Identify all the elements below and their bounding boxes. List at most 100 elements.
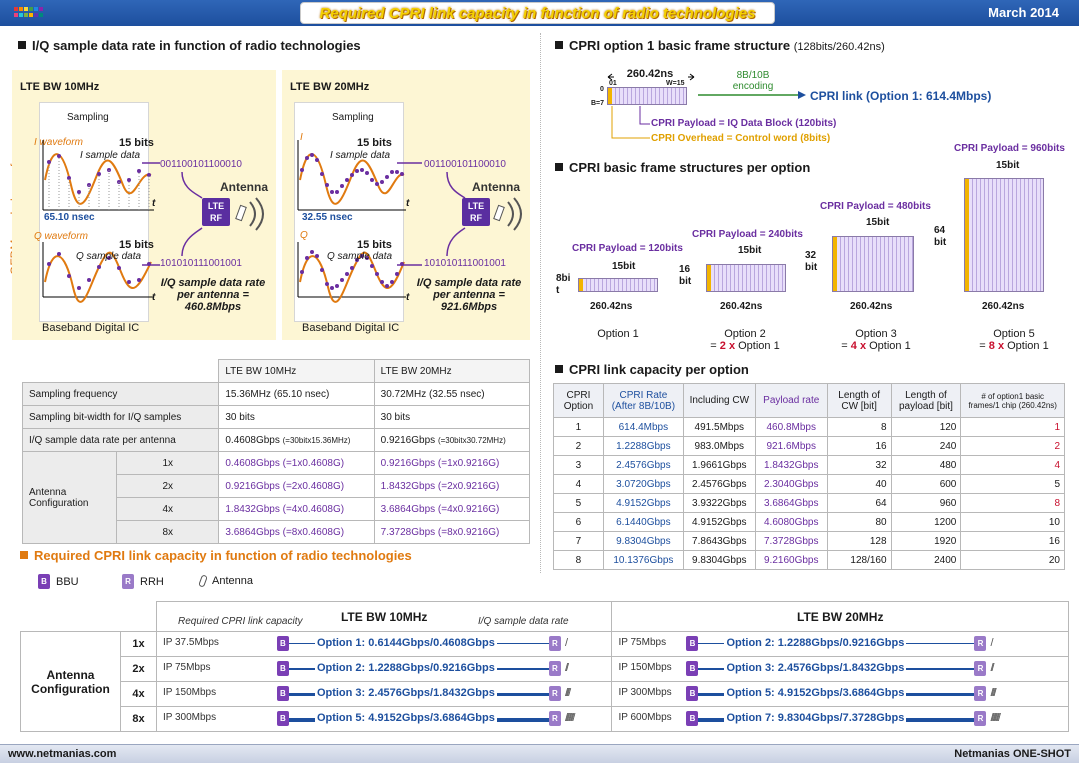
frame-payload-label: CPRI Payload = 120bits: [572, 243, 683, 254]
option-multiplier: = 8 x Option 1: [979, 340, 1049, 352]
table-row: Antenna Configuration 1x 0.4608Gbps (=1x…: [21, 451, 531, 544]
cell: 1.8432Gbps: [754, 455, 828, 475]
t-axis-label: t: [152, 198, 156, 209]
cell: 3.9322Gbps: [682, 493, 756, 513]
antenna-label: Antenna: [220, 180, 268, 194]
rate-value: 921.6Mbps: [440, 301, 498, 313]
lte-rf-chip: LTE RF: [202, 198, 230, 226]
cell-note: (=30bitx30.72MHz): [437, 435, 506, 445]
ip-rate-label: IP 300Mbps: [162, 712, 217, 723]
row-label: Sampling frequency: [21, 382, 220, 406]
antenna-array-icon: //: [990, 662, 994, 674]
cell: 9.8304Gbps: [682, 550, 756, 570]
q-waveform-plot: [42, 242, 154, 303]
cell: 20: [960, 550, 1065, 570]
cell: 1.8432Gbps (=2x0.9216G): [373, 474, 531, 498]
i-waveform-plot: [297, 140, 406, 211]
cell: 128/160: [826, 550, 892, 570]
plot-area: [39, 102, 149, 322]
frame-duration: 260.42ns: [982, 301, 1025, 312]
cell: 0.9216Gbps (=30bitx30.72MHz): [373, 428, 531, 452]
label-line: Antenna: [46, 667, 95, 682]
bw-label: LTE BW 10MHz: [340, 609, 428, 624]
cell: 600: [890, 474, 962, 494]
i-waveform-label: I: [300, 132, 303, 143]
cell: 128: [826, 531, 892, 551]
ip-rate-label: IP 600Mbps: [618, 712, 672, 723]
cell: 7.3728Gbps (=8x0.9216G): [373, 520, 531, 544]
header-bar: Required CPRI link capacity in function …: [0, 0, 1079, 26]
multiplier: 1x: [116, 451, 220, 475]
cell: 1920: [890, 531, 962, 551]
option-rate-label: Option 3: 2.4576Gbps/1.8432Gbps: [724, 662, 907, 674]
frame-option-3: [832, 236, 914, 292]
cell: 4.9152Gbps: [682, 512, 756, 532]
cell: 30.72MHz (32.55 nsec): [373, 382, 531, 406]
heading-text: CPRI link capacity per option: [569, 362, 749, 377]
cell: 7.3728Gbps: [754, 531, 828, 551]
panel-title: LTE BW 20MHz: [290, 81, 370, 93]
col-header: # of option1 basic frames/1 chip (260.42…: [960, 383, 1065, 418]
footer-site-link[interactable]: www.netmanias.com: [8, 748, 117, 760]
table-row: 2x 0.9216Gbps (=2x0.4608G) 1.8432Gbps (=…: [23, 474, 531, 498]
frame-width-label: 15bit: [738, 245, 762, 256]
label-line: Configuration: [29, 497, 89, 509]
rrh-icon: R: [122, 574, 134, 589]
rate-line-1: I/Q sample data rate: [160, 277, 266, 289]
col-header: LTE BW 10MHz: [218, 359, 375, 383]
cell: 491.5Mbps: [682, 417, 756, 437]
frame-width-label: 15bit: [612, 261, 636, 272]
col-header: CPRI Rate (After 8B/10B): [602, 383, 684, 418]
i-bitstring: 001100101100010: [160, 159, 242, 170]
t-axis-label: t: [406, 292, 410, 303]
mul-value: 8 x: [988, 340, 1005, 352]
row-label: Sampling bit-width for I/Q samples: [21, 405, 220, 429]
legend-label: Antenna: [212, 575, 253, 587]
legend-rrh: R RRH: [122, 574, 164, 589]
mul-rest: Option 1: [1004, 340, 1049, 352]
option-name: Option 1: [597, 328, 639, 340]
legend-label: RRH: [140, 575, 164, 588]
frame-option-1: [578, 278, 658, 292]
overhead-note: CPRI Overhead = Control word (8bits): [651, 133, 831, 144]
frame-duration: 260.42ns: [626, 68, 674, 80]
multiplier: 1x: [119, 631, 157, 657]
col-header: LTE BW 10MHz: [155, 601, 613, 632]
frame-payload-label: CPRI Payload = 240bits: [692, 229, 803, 240]
encoding-line: encoding: [732, 81, 774, 92]
cell: 7: [553, 531, 604, 551]
bbu-icon: B: [686, 636, 699, 651]
cell: 2.4576Gbps: [682, 474, 756, 494]
mul-value: 4 x: [850, 340, 867, 352]
rrh-icon: R: [548, 711, 561, 726]
cell-value: 0.4608Gbps: [225, 434, 280, 446]
rf-chip-label: RF: [470, 213, 482, 223]
antenna-array-icon: ////: [564, 687, 571, 699]
required-heading: Required CPRI link capacity in function …: [20, 548, 412, 563]
multiplier: 4x: [116, 497, 220, 521]
antenna-label: Antenna: [472, 180, 520, 194]
rate-text: I/Q sample data rate per antenna = 460.8…: [150, 277, 276, 313]
antenna-config-label: Antenna Configuration: [21, 451, 118, 544]
antenna-icon: [198, 574, 208, 588]
cell: 1.8432Gbps (=4x0.4608G): [218, 497, 375, 521]
cell: 960: [890, 493, 962, 513]
legend-label: BBU: [56, 575, 79, 588]
iq-panel-20mhz: LTE BW 20MHz Baseband Digital IC Samplin…: [282, 70, 530, 340]
footer-brand: Netmanias ONE-SHOT: [954, 748, 1071, 760]
cell: 4.6080Gbps: [754, 512, 828, 532]
cell: 4: [960, 455, 1065, 475]
frame-option-5: [964, 178, 1044, 292]
frame-option-label: Option 1: [578, 328, 658, 340]
option-name: Option 3: [855, 328, 897, 340]
cell: 120: [890, 417, 962, 437]
iq-section-heading: I/Q sample data rate in function of radi…: [18, 38, 361, 53]
rate-value: 460.8Mbps: [184, 301, 242, 313]
